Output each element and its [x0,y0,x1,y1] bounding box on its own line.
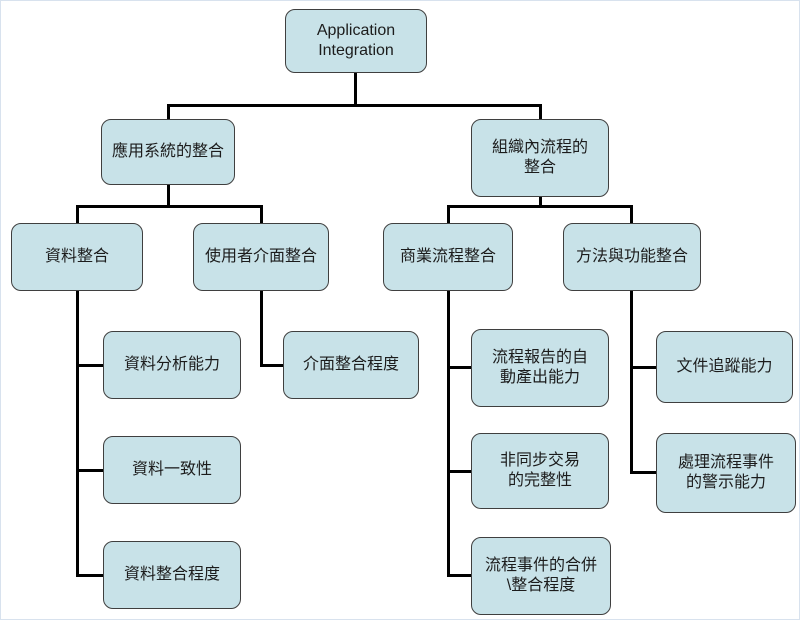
connector-data-column-vertical [76,290,79,577]
connector-ui-column-vertical [260,290,263,367]
connector-bp-stub-2 [447,470,473,473]
connector-mf-column-vertical [630,290,633,474]
connector-orgproc-vertical [539,196,542,208]
node-method-function-integration: 方法與功能整合 [563,223,701,291]
connector-drop-bp-integration [447,205,450,224]
node-application-integration: Application Integration [285,9,427,73]
connector-trunk-vertical [354,72,357,106]
node-data-consistency: 資料一致性 [103,436,241,504]
node-document-tracking-capability: 文件追蹤能力 [656,331,793,403]
connector-data-stub-1 [76,364,105,367]
connector-mf-stub-2 [630,471,658,474]
connector-branch-right-drop [539,104,542,120]
connector-orgproc-horizontal [447,205,633,208]
connector-data-stub-2 [76,469,105,472]
node-data-analysis-capability: 資料分析能力 [103,331,241,399]
connector-mf-stub-1 [630,366,658,369]
connector-drop-ui-integration [260,205,263,224]
node-org-process-integration: 組織內流程的 整合 [471,119,609,197]
connector-bp-column-vertical [447,290,450,577]
connector-ui-stub-1 [260,364,285,367]
connector-branch-left-drop [167,104,170,120]
node-process-event-alert-capability: 處理流程事件 的警示能力 [656,433,796,513]
connector-trunk-horizontal [167,104,542,107]
node-business-process-integration: 商業流程整合 [383,223,513,291]
connector-data-stub-3 [76,574,105,577]
connector-appsys-vertical [167,184,170,208]
node-data-integration-degree: 資料整合程度 [103,541,241,609]
connector-bp-stub-3 [447,574,473,577]
node-data-integration: 資料整合 [11,223,143,291]
connector-appsys-horizontal [76,205,263,208]
connector-drop-data-integration [76,205,79,224]
node-user-interface-integration: 使用者介面整合 [193,223,329,291]
node-process-report-auto-output: 流程報告的自 動產出能力 [471,329,609,407]
node-interface-integration-degree: 介面整合程度 [283,331,419,399]
node-process-event-merge-degree: 流程事件的合併 \整合程度 [471,537,611,615]
connector-bp-stub-1 [447,366,473,369]
node-app-system-integration: 應用系統的整合 [101,119,235,185]
connector-drop-mf-integration [630,205,633,224]
node-async-transaction-integrity: 非同步交易 的完整性 [471,433,609,509]
